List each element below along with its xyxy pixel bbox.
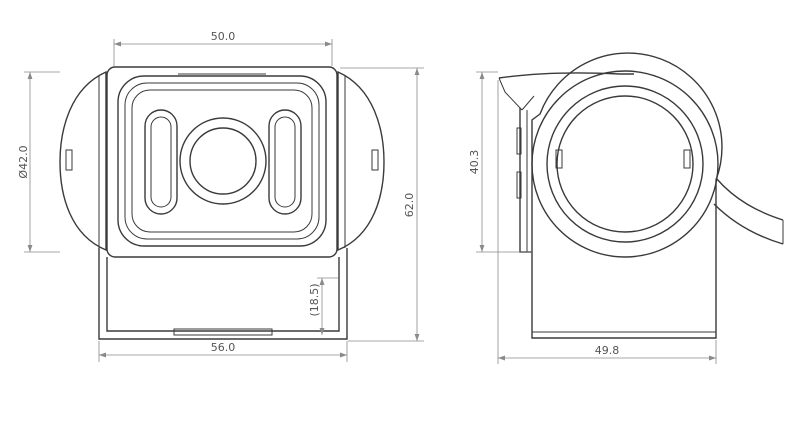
right-dome	[337, 70, 385, 252]
left-dome	[59, 70, 107, 252]
bracket-slot	[173, 328, 273, 336]
right-ir-slot	[268, 109, 302, 215]
side-cable	[715, 177, 784, 221]
front-bracket	[98, 248, 348, 340]
dim-label-62: 62.0	[403, 193, 416, 218]
front-dimensions: 50.0 Ø42.0 62.0 (18.5) 56.0	[17, 30, 424, 362]
side-hood	[498, 72, 634, 79]
right-hinge	[371, 149, 379, 171]
dim-label-40: 40.3	[468, 150, 481, 175]
side-dimensions: 40.3 49.8	[468, 71, 717, 364]
front-housing	[106, 66, 338, 258]
side-body	[531, 52, 723, 339]
left-ir-slot	[144, 109, 178, 215]
side-view	[498, 52, 784, 339]
front-lens	[179, 117, 267, 205]
dim-label-18: (18.5)	[308, 283, 321, 316]
dim-label-diameter: Ø42.0	[17, 145, 30, 178]
dim-label-49: 49.8	[595, 344, 620, 357]
dim-label-50: 50.0	[211, 30, 236, 43]
front-view	[59, 66, 385, 340]
side-lens	[531, 70, 719, 258]
dim-label-56: 56.0	[211, 341, 236, 354]
left-hinge	[65, 149, 73, 171]
